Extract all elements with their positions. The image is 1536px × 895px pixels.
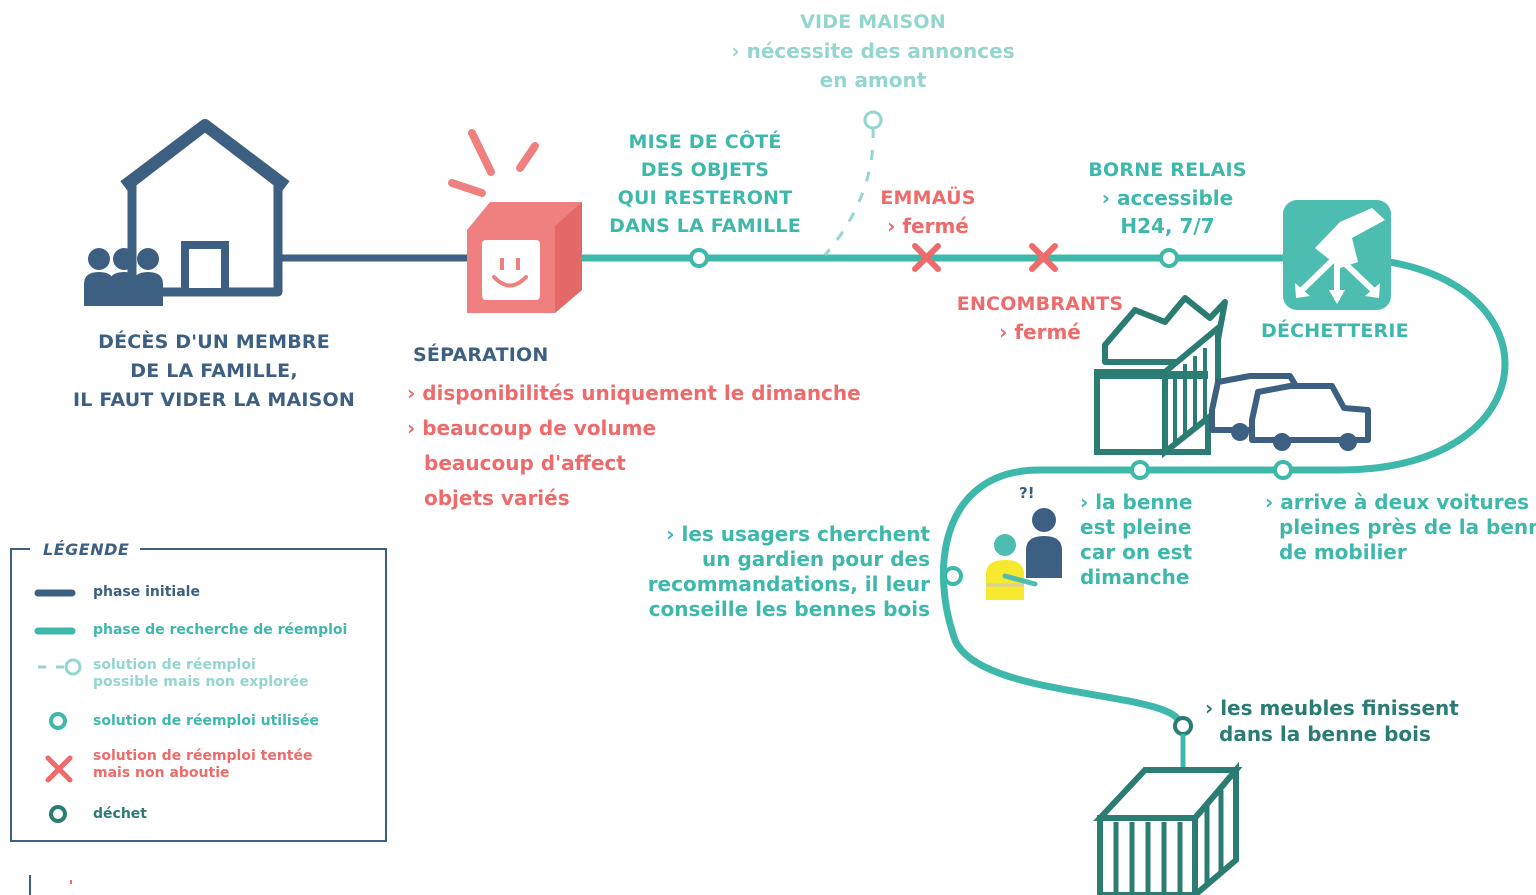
encombrants-label: ENCOMBRANTS › fermé bbox=[950, 290, 1130, 346]
encombrants-status: › fermé bbox=[999, 320, 1081, 344]
two-cars-icon bbox=[1209, 373, 1371, 451]
usagers-line-1: › les usagers cherchent bbox=[666, 522, 930, 546]
vide-maison-title: VIDE MAISON bbox=[800, 11, 946, 33]
legend-initial-phase: phase initiale bbox=[93, 584, 200, 600]
legend-used: solution de réemploi utilisée bbox=[93, 713, 320, 729]
reuse-search-path bbox=[556, 254, 1509, 729]
mise-line-1: MISE DE CÔTÉ bbox=[628, 131, 782, 153]
guardian-user-icon bbox=[986, 508, 1062, 600]
vide-maison-line-2: en amont bbox=[819, 68, 927, 92]
emmaus-status: › fermé bbox=[887, 214, 969, 238]
benne-pleine-label: › la benne est pleine car on est dimanch… bbox=[1080, 490, 1192, 590]
death-label: DÉCÈS D'UN MEMBRE DE LA FAMILLE, IL FAUT… bbox=[72, 328, 356, 415]
unexplored-branch-path bbox=[823, 127, 875, 256]
encombrants-title: ENCOMBRANTS bbox=[956, 293, 1124, 315]
decheterie-icon bbox=[1283, 200, 1391, 310]
legend-unexplored-line-2: possible mais non explorée bbox=[93, 673, 309, 690]
separation-line-3: beaucoup d'affect bbox=[424, 451, 626, 475]
house-icon bbox=[120, 119, 290, 297]
legend-title: LÉGENDE bbox=[43, 540, 130, 559]
legend-failed-line-1: solution de réemploi tentée bbox=[93, 748, 313, 764]
encombrants-failed-cross-icon bbox=[1029, 243, 1058, 272]
legend-search-phase: phase de recherche de réemploi bbox=[93, 622, 348, 638]
legend-unexplored: solution de réemploi possible mais non e… bbox=[93, 657, 309, 691]
mise-de-cote-node-icon bbox=[689, 248, 709, 268]
mise-line-4: DANS LA FAMILLE bbox=[609, 215, 801, 237]
separation-line-2: › beaucoup de volume bbox=[407, 416, 657, 440]
usagers-line-2: un gardien pour des bbox=[702, 547, 930, 571]
arrive-label: › arrive à deux voitures pleines près de… bbox=[1265, 490, 1536, 565]
benne-line-1: › la benne bbox=[1080, 490, 1193, 514]
meubles-line-2: dans la benne bois bbox=[1219, 722, 1431, 746]
emmaus-label: EMMAÜS › fermé bbox=[868, 184, 988, 240]
arrive-line-2: pleines près de la benne bbox=[1279, 515, 1536, 539]
decheterie-label: DÉCHETTERIE bbox=[1261, 320, 1409, 342]
emmaus-failed-cross-icon bbox=[912, 243, 941, 272]
legend-unexplored-line-1: solution de réemploi bbox=[93, 657, 256, 673]
separation-details: › disponibilités uniquement le dimanche … bbox=[407, 376, 861, 516]
arrive-line-1: › arrive à deux voitures bbox=[1265, 490, 1530, 514]
borne-relais-label: BORNE RELAIS › accessible H24, 7/7 bbox=[1080, 156, 1255, 240]
mise-line-2: DES OBJETS bbox=[640, 159, 770, 181]
death-line-1: DÉCÈS D'UN MEMBRE bbox=[98, 331, 330, 353]
vide-maison-node-icon bbox=[863, 110, 883, 130]
borne-relais-line-1: › accessible bbox=[1101, 186, 1234, 210]
vide-maison-label: VIDE MAISON › nécessite des annonces en … bbox=[723, 8, 1023, 95]
separation-cube-icon bbox=[448, 129, 582, 313]
question-mark-label: ?! bbox=[1019, 484, 1035, 502]
borne-relais-line-2: H24, 7/7 bbox=[1120, 214, 1215, 238]
legend-failed: solution de réemploi tentée mais non abo… bbox=[93, 748, 313, 782]
death-line-3: IL FAUT VIDER LA MAISON bbox=[73, 389, 355, 411]
legend-waste: déchet bbox=[93, 806, 147, 822]
legend-frame bbox=[10, 548, 387, 842]
meubles-line-1: › les meubles finissent bbox=[1205, 696, 1459, 720]
usagers-label: › les usagers cherchent un gardien pour … bbox=[640, 522, 930, 622]
legend-failed-line-2: mais non aboutie bbox=[93, 764, 230, 781]
borne-relais-node-icon bbox=[1159, 248, 1179, 268]
full-container-icon bbox=[1094, 295, 1228, 459]
benne-pleine-node-icon bbox=[1130, 460, 1150, 480]
meubles-node-icon bbox=[1173, 716, 1193, 736]
separation-line-4: objets variés bbox=[424, 486, 570, 510]
mise-de-cote-label: MISE DE CÔTÉ DES OBJETS QUI RESTERONT DA… bbox=[600, 128, 810, 240]
vide-maison-line-1: › nécessite des annonces bbox=[731, 39, 1015, 63]
usagers-line-4: conseille les bennes bois bbox=[648, 597, 930, 621]
benne-line-2: est pleine bbox=[1080, 515, 1192, 539]
arrive-node-icon bbox=[1273, 460, 1293, 480]
benne-line-4: dimanche bbox=[1080, 565, 1190, 589]
wood-bin-icon bbox=[1093, 761, 1243, 895]
usagers-line-3: recommandations, il leur bbox=[647, 572, 930, 596]
family-people-icon bbox=[84, 248, 163, 306]
meubles-label: › les meubles finissent dans la benne bo… bbox=[1205, 695, 1459, 747]
arrive-line-3: de mobilier bbox=[1279, 540, 1407, 564]
emmaus-title: EMMAÜS bbox=[880, 187, 976, 209]
separation-title: SÉPARATION bbox=[413, 344, 549, 366]
borne-relais-title: BORNE RELAIS bbox=[1088, 159, 1247, 181]
death-line-2: DE LA FAMILLE, bbox=[130, 360, 298, 382]
usagers-node-icon bbox=[943, 566, 963, 586]
benne-line-3: car on est bbox=[1080, 540, 1193, 564]
mise-line-3: QUI RESTERONT bbox=[617, 187, 793, 209]
separation-line-1: › disponibilités uniquement le dimanche bbox=[407, 381, 861, 405]
